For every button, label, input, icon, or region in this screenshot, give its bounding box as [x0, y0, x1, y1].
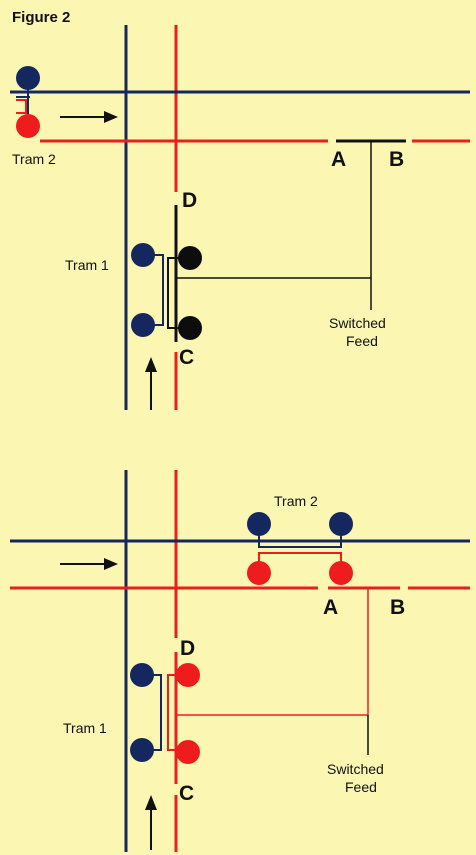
point-b-label: B: [389, 148, 404, 171]
tram-1-label: Tram 1: [65, 257, 109, 273]
tram-2-red-wheel-right: [329, 561, 353, 585]
tram-2-red-wheel: [16, 114, 40, 138]
switched-feed-wire: [177, 588, 369, 716]
point-a-label: A: [331, 148, 346, 171]
tram-2-blue-wheel-left: [247, 512, 271, 536]
tram-2-label: Tram 2: [12, 151, 56, 167]
point-b-label: B: [390, 596, 405, 619]
tram-1-black-frame: [167, 257, 186, 329]
tram-1: [131, 243, 202, 340]
switched-feed-label-line1: Switched: [327, 761, 384, 777]
tram-2-blue-frame: [258, 524, 342, 548]
point-d-label: D: [182, 189, 197, 212]
tram-1-blue-wheel-top: [131, 243, 155, 267]
tram-1-black-wheel-top: [178, 246, 202, 270]
tram-1-red-wheel-bottom: [176, 740, 200, 764]
switched-feed-label-line2: Feed: [346, 333, 378, 349]
tram-1-red-wheel-top: [176, 663, 200, 687]
switched-feed-label-line2: Feed: [345, 779, 377, 795]
tram-2-red-wheel-left: [247, 561, 271, 585]
tram-1-blue-wheel-top: [130, 663, 154, 687]
tram-2-blue-wheel: [16, 66, 40, 90]
right-arrow: [60, 111, 118, 123]
up-arrow: [145, 357, 157, 410]
tram-2-blue-wheel-right: [329, 512, 353, 536]
point-c-label: C: [179, 782, 194, 805]
up-arrow: [145, 795, 157, 850]
tram-2: [16, 66, 40, 138]
point-a-label: A: [323, 596, 338, 619]
right-arrow: [60, 558, 118, 570]
tram-1-black-wheel-bottom: [178, 316, 202, 340]
panel-2: Tram 2 Tram 1 A B D C Switched Feed: [10, 470, 470, 852]
panel-1: Tram 2 Tram 1 A B D C Switched Feed: [10, 25, 470, 410]
figure-title: Figure 2: [12, 9, 70, 26]
point-d-label: D: [180, 637, 195, 660]
tram-2: [247, 512, 353, 585]
tram-2-red-bracket: [16, 99, 27, 114]
tram-2-label: Tram 2: [274, 493, 318, 509]
tram-1-blue-wheel-bottom: [130, 738, 154, 762]
tram-1: [130, 663, 200, 764]
point-c-label: C: [179, 346, 194, 369]
tram-1-label: Tram 1: [63, 720, 107, 736]
tram-1-blue-wheel-bottom: [131, 313, 155, 337]
switched-feed-label-line1: Switched: [329, 315, 386, 331]
tram-2-red-frame: [258, 552, 342, 573]
